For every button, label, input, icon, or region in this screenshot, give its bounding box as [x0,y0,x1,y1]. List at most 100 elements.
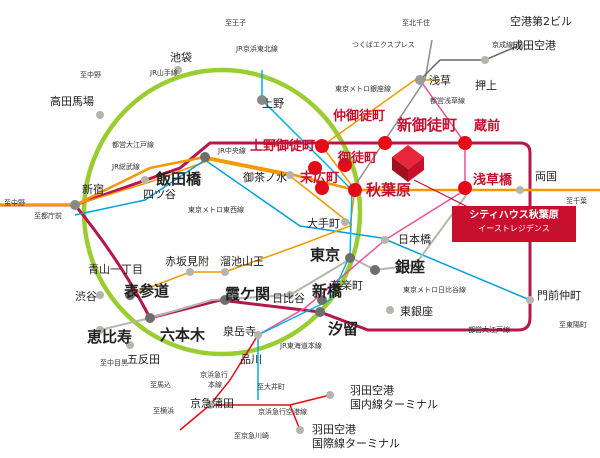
yamanote-line [81,67,363,357]
tozai-line [74,159,531,301]
dir-label-chiba: 至千葉 [566,197,587,205]
ginza-line [129,79,440,296]
station-dot-suehirocho [315,181,329,195]
station-label-akihabara: 秋葉原 [366,181,412,199]
station-label-omotesando: 表参道 [124,282,170,300]
station-label-takadanobaba: 高田馬場 [50,95,94,108]
line-label-keihin: JR京浜東北線 [236,45,278,53]
station-label-suehirocho: 末広町 [300,171,340,186]
station-dot-monzen [526,296,534,304]
station-dot-okachimachi [338,158,352,172]
station-label-haneda-intl-1: 羽田空港 [312,423,356,436]
station-label-haneda-dom-2: 国内線ターミナル [350,398,438,411]
station-label-hibiya: 日比谷 [272,292,305,305]
property-subname: イーストレジデンス [478,224,550,233]
station-label-ebisu: 恵比寿 [87,328,133,346]
line-label-oedo-s: 都営大江戸線 [468,326,510,334]
station-dot-haneda1 [326,391,334,399]
dir-label-oimachi: 至大井町 [257,383,285,391]
line-label-tokaido: JR東海道本線 [280,342,322,350]
station-dot-higashiginza [386,306,394,314]
station-label-airport-t2: 空港第2ビル [510,15,572,28]
line-label-tsukuba: つくばエクスプレス [352,41,415,49]
station-dot-ochanomizu [286,171,294,179]
station-label-asakusa: 浅草 [429,74,451,87]
dir-label-tochomae: 至都庁前 [34,212,62,220]
station-dot-ebisu [96,326,104,334]
property-leader [413,179,471,209]
dir-label-oji: 至王子 [225,19,246,27]
station-label-okachimachi: 御徒町 [338,151,378,166]
station-label-shinagawa: 品川 [240,353,262,366]
station-label-sengakuji: 泉岳寺 [223,325,256,338]
station-label-higashiginza: 東銀座 [400,305,433,318]
station-dot-roppongi [145,313,155,323]
line-label-sobu: JR総武線 [112,163,140,171]
gray-stations [70,75,425,323]
station-dot-shinjuku [70,200,80,210]
station-dot-akasaka [221,268,229,276]
property-name: シティハウス秋葉原 [469,210,559,221]
station-label-shinjuku: 新宿 [82,183,104,196]
line-label-keisei: 京成線 [492,41,513,49]
line-label-keikyu-2: 本線 [208,381,222,389]
station-dot-shinagawa [254,331,262,339]
line-label-keikyu-1: 京浜急行 [200,371,228,379]
oedo-line [72,141,532,332]
station-dot-akihabara [348,183,362,197]
chuo-rapid [74,159,353,226]
station-dot-kasumigaseki [220,295,230,305]
station-label-yurakucho: 有楽町 [330,279,363,292]
line-label-chuo: JR中央線 [218,147,246,155]
station-label-aoyama: 青山一丁目 [88,263,143,276]
station-dot-ginza [370,265,380,275]
station-dot-gotanda [126,341,134,349]
station-label-oshiage: 押上 [475,79,497,92]
station-label-haneda-dom-1: 羽田空港 [350,384,394,397]
red-stations [308,136,472,197]
station-dot-asakusa [415,75,425,85]
station-dot-ueno [257,95,267,105]
dir-label-higashiyashio: 至東陽町 [559,321,587,329]
line-label-ginza: 東京メトロ銀座線 [335,85,391,93]
station-dot-shinbashi [317,295,327,305]
line-label-yamanote: JR山手線 [150,69,178,77]
station-label-narita: 成田空港 [512,39,556,52]
station-label-shiodome: 汐留 [328,320,359,338]
station-dot-shibuya [96,291,104,299]
station-label-otemachi: 大手町 [307,217,340,230]
station-dot-oshiage [481,56,489,64]
asakusa-line [257,79,466,336]
line-label-keikyu-airport: 京浜急行空港線 [258,408,307,416]
station-dot-aoyama [186,268,194,276]
station-dot-yotsuya [141,176,149,184]
station-label-shin-okachimachi: 新御徒町 [397,116,458,134]
keisei-line [419,44,521,81]
station-label-akasaka: 赤坂見附 [165,255,209,268]
station-label-kuramae: 蔵前 [474,119,501,134]
dir-label-yokohama: 至横浜 [153,407,174,415]
station-label-shibuya: 渋谷 [75,290,97,303]
hibiya-line [99,189,471,331]
station-dot-iidabashi [200,152,210,162]
dir-label-nakano-n: 至中野 [80,71,101,79]
dir-label-keikyu-kawasaki: 至京急川崎 [234,432,269,440]
station-dot-kuramae [458,136,472,150]
station-label-haneda-intl-2: 国際線ターミナル [312,437,400,450]
light-stations [96,41,534,434]
station-label-ueno-okachimachi: 上野御徒町 [250,139,316,154]
station-dot-kamata [206,401,214,409]
station-label-yotsuya: 四ツ谷 [143,188,176,201]
station-dot-naka-okachimachi [315,139,329,153]
station-label-gotanda: 五反田 [127,353,160,366]
station-dot-shiodome [315,307,325,317]
station-label-asakusabashi: 浅草橋 [473,173,513,188]
dir-label-meguro: 至中目黒 [100,359,128,367]
station-label-monzennakacho: 門前仲町 [537,289,581,302]
line-label-asakusa: 都営浅草線 [430,97,465,105]
station-dot-takadanobaba [96,111,104,119]
dir-label-magome: 至馬込 [150,381,171,389]
line-label-tozai: 東京メトロ東西線 [188,206,244,214]
station-dot-narita [516,41,524,49]
keikyu-airport-line [210,394,331,431]
